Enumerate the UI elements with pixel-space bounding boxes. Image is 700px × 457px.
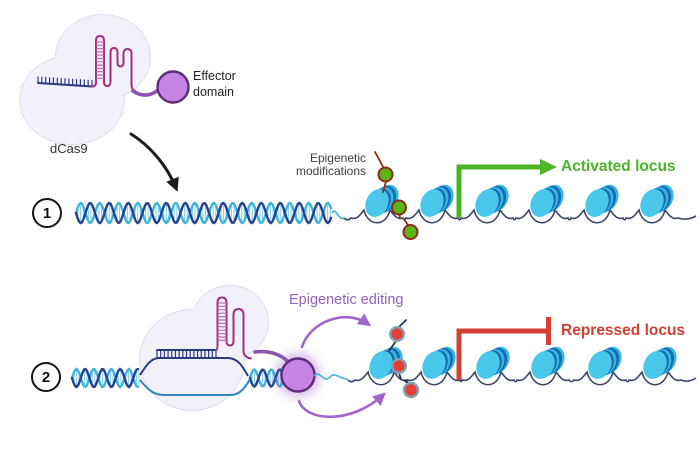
step2-chromatin [347, 370, 697, 386]
activated-promoter-arrowhead [540, 159, 557, 175]
nucleosome [640, 184, 674, 217]
dna-squiggle [313, 373, 349, 380]
editing-arrow-upper [300, 313, 372, 349]
grna-hairpin-rungs-bound [217, 302, 227, 341]
effector-domain-circle-active [280, 357, 316, 393]
nucleosome [475, 184, 509, 217]
grna-hairpin-rungs [95, 41, 105, 79]
repressed-promoter-bar [456, 328, 548, 380]
dna-bubble-bottom-strand [139, 378, 251, 396]
nucleosome [476, 346, 510, 379]
grna-targeting-segment [37, 76, 93, 88]
red-modification-circle [391, 358, 408, 375]
epigenetic-modifications-line2: modifications [295, 163, 366, 178]
nucleosome [531, 346, 565, 379]
nucleosome [365, 184, 399, 217]
epigenetic-modifications-line1: Epigenetic [309, 151, 366, 165]
guide-rna-scaffold [91, 34, 137, 93]
editing-arrow-lower [297, 392, 386, 419]
nucleosome [643, 346, 677, 379]
dcas9-complex-unbound [19, 14, 190, 192]
green-modification-circle [391, 199, 407, 216]
red-modification-circle [402, 381, 420, 399]
binding-arrow [129, 132, 179, 192]
dcas9-protein-blob-bound [139, 285, 269, 411]
effector-domain-circle [156, 70, 190, 104]
nucleosome [420, 184, 454, 217]
activated-locus-label: Activated locus [561, 158, 676, 175]
green-modification-circle [377, 166, 394, 183]
dna-bubble-top-strand [139, 357, 249, 377]
nucleosome [422, 346, 456, 379]
step-1-badge: 1 [32, 198, 62, 228]
step1-illustration [19, 14, 697, 240]
dcas9-label: dCas9 [50, 141, 88, 156]
chromatin-string [347, 370, 697, 386]
epigenetic-editing-label: Epigenetic editing [289, 292, 404, 308]
dna-helix-left [70, 367, 140, 389]
step2-epigenetic-marks [388, 319, 420, 399]
grna-dna-hybrid [156, 349, 217, 359]
guide-rna-scaffold-bound [215, 296, 252, 360]
step1-nucleosomes [365, 184, 674, 217]
effector-domain-label-line1: Effector [193, 69, 236, 83]
effector-domain-label-line2: domain [193, 85, 234, 99]
step2-illustration [70, 285, 697, 419]
nucleosome [588, 346, 622, 379]
step1-epigenetic-marks [374, 151, 419, 240]
effector-domain-label: Effector domain [193, 68, 236, 100]
effector-linker [131, 88, 160, 97]
dna-double-helix [74, 201, 333, 225]
green-modification-circle [402, 224, 419, 240]
red-modification-circle [389, 326, 406, 343]
repressed-locus-label: Repressed locus [561, 322, 686, 339]
dcas9-complex-bound [70, 285, 293, 411]
dna-double-helix [70, 367, 140, 389]
activated-promoter-arrow [456, 164, 542, 218]
nucleosome [585, 184, 619, 217]
nucleosome [530, 184, 564, 217]
step-2-badge: 2 [31, 362, 61, 392]
step2-nucleosomes [369, 346, 677, 379]
